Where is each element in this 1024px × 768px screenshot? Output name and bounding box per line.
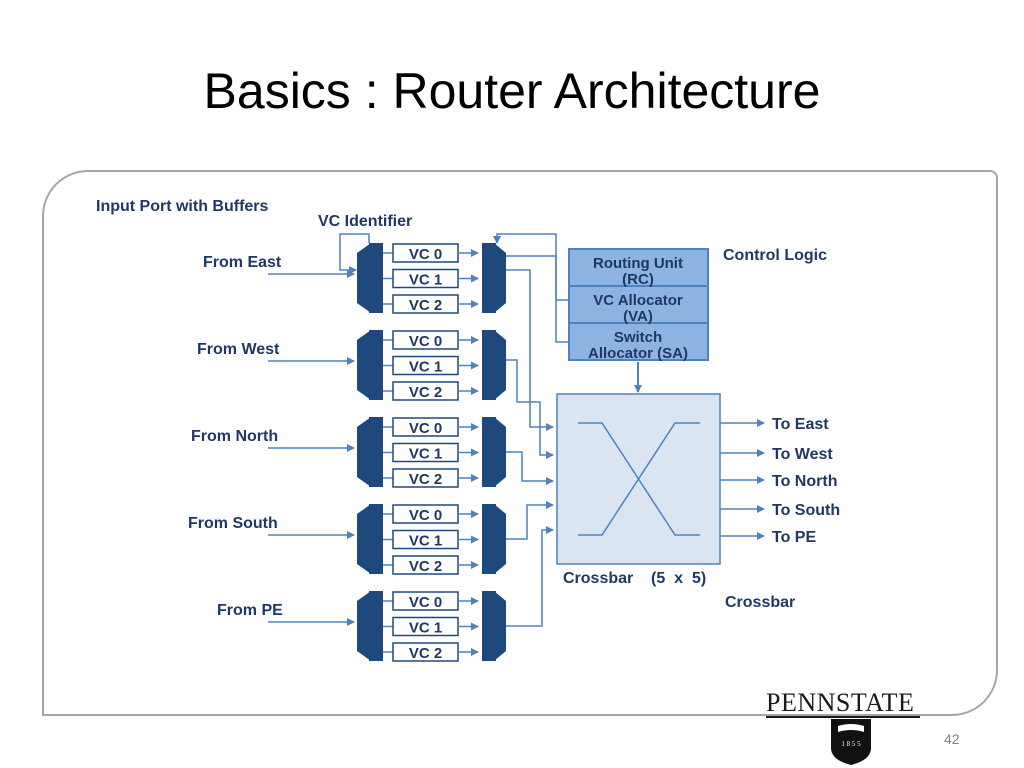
output-label: To West (772, 446, 833, 463)
mux-icon (494, 417, 506, 487)
mux-body (482, 417, 496, 487)
input-port-0: From East VC 0 VC 1 VC 2 (203, 243, 506, 314)
slide-title: Basics : Router Architecture (203, 63, 821, 119)
output-label: To East (772, 416, 829, 433)
vc-label: VC 2 (409, 384, 442, 401)
input-label: From South (188, 515, 278, 532)
demux-icon (357, 417, 371, 487)
vc-label: VC 0 (409, 333, 442, 350)
vc-label: VC 0 (409, 507, 442, 524)
crossbar-line-b (578, 422, 700, 536)
logo-rule (766, 716, 920, 718)
vc-identifier-label: VC Identifier (318, 213, 412, 230)
port0-to-routing-unit (506, 255, 569, 301)
vc-label: VC 2 (409, 558, 442, 575)
mux-icon (494, 504, 506, 574)
vc-label: VC 2 (409, 297, 442, 314)
mux-body (482, 243, 496, 313)
port0-to-crossbar (506, 269, 554, 431)
input-label: From PE (217, 602, 283, 619)
mux-body (482, 591, 496, 661)
vc-label: VC 1 (409, 620, 442, 637)
demux-body (369, 417, 383, 487)
pennstate-logo: PENNSTATE (766, 688, 914, 718)
crossbar-label: Crossbar (725, 594, 795, 611)
switch-allocator-box (568, 322, 709, 361)
input-label: From East (203, 254, 282, 271)
vc-label: VC 0 (409, 594, 442, 611)
switch-allocator-line1: Switch (614, 329, 662, 346)
input-label: From West (197, 341, 280, 358)
demux-body (369, 504, 383, 574)
demux-icon (357, 504, 371, 574)
page-number: 42 (944, 731, 960, 747)
input-label: From North (191, 428, 278, 445)
output-label: To North (772, 473, 837, 490)
demux-body (369, 330, 383, 400)
routing-unit-box (568, 248, 709, 287)
demux-body (369, 591, 383, 661)
mux-icon (494, 591, 506, 661)
sa-to-demux-line (493, 233, 569, 343)
vc-label: VC 2 (409, 471, 442, 488)
output-label: To PE (772, 529, 816, 546)
mux-body (482, 504, 496, 574)
demux-icon (357, 591, 371, 661)
input-port-3: From South VC 0 VC 1 VC 2 (188, 504, 506, 575)
input-port-4: From PE VC 0 VC 1 VC 2 (217, 591, 506, 662)
vc-label: VC 0 (409, 420, 442, 437)
vc-allocator-box (568, 285, 709, 324)
demux-icon (357, 243, 371, 313)
crossbar-caption: Crossbar (5 x 5) (563, 570, 706, 587)
vc-label: VC 1 (409, 533, 442, 550)
vc-allocator-line2: (VA) (623, 308, 653, 325)
mux-body (482, 330, 496, 400)
routing-unit-line2: (RC) (622, 271, 654, 288)
demux-body (369, 243, 383, 313)
vc-label: VC 1 (409, 359, 442, 376)
control-logic-block: Routing Unit (RC) VC Allocator (VA) Swit… (568, 248, 709, 362)
switch-allocator-line2: Allocator (SA) (588, 345, 688, 362)
control-logic-label: Control Logic (723, 247, 827, 264)
vc-label: VC 1 (409, 272, 442, 289)
vc-label: VC 1 (409, 446, 442, 463)
mux-icon (494, 330, 506, 400)
vc-id-feedback-in (339, 233, 370, 274)
diagram-frame (42, 170, 998, 716)
routing-unit-line1: Routing Unit (593, 255, 683, 272)
vc-allocator-line1: VC Allocator (593, 292, 683, 309)
input-port-label: Input Port with Buffers (96, 198, 269, 215)
vc-label: VC 2 (409, 645, 442, 662)
input-port-1: From West VC 0 VC 1 VC 2 (197, 330, 506, 401)
port4-to-crossbar (506, 526, 554, 627)
output-label: To South (772, 502, 840, 519)
demux-icon (357, 330, 371, 400)
port3-to-crossbar (506, 501, 554, 540)
logo-state-text: STATE (835, 688, 915, 717)
vc-label: VC 0 (409, 246, 442, 263)
mux-icon (494, 243, 506, 313)
logo-year: 1 8 5 5 (841, 740, 861, 748)
port2-to-crossbar (506, 451, 554, 485)
logo-penn-text: PENN (766, 688, 836, 717)
input-port-2: From North VC 0 VC 1 VC 2 (191, 417, 506, 488)
port1-to-crossbar (506, 359, 554, 459)
pennstate-shield-icon: 1 8 5 5 (831, 719, 871, 765)
